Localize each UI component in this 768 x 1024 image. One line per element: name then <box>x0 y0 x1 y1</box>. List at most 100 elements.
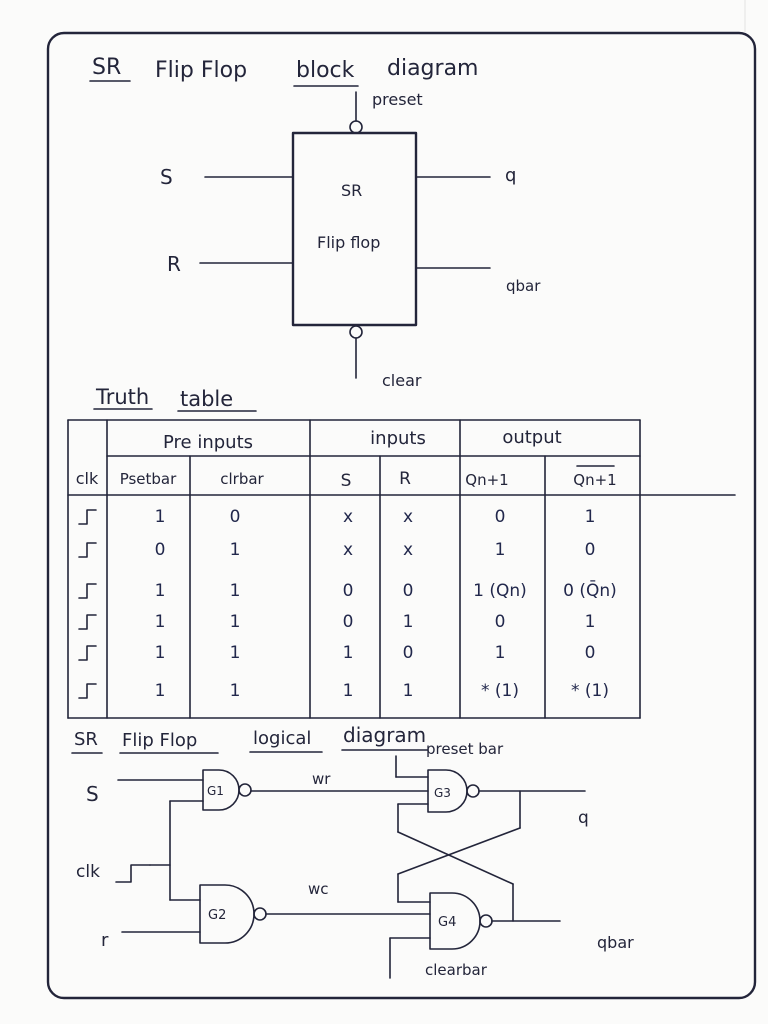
logic-title-word-sr: SR <box>74 729 98 750</box>
r-value: 0 <box>403 643 414 663</box>
r-value: 0 <box>403 581 414 601</box>
qn1-bar-value: 0 (Q̄n) <box>563 579 617 601</box>
clk-rising-edge-icon <box>115 864 151 883</box>
s-value: 0 <box>343 612 354 632</box>
clr-bar-value: 0 <box>230 507 241 527</box>
logic-diagram-title: SR Flip Flop logical diagram <box>71 723 429 754</box>
block-diagram: SR Flip Flop block diagram preset SR Fli… <box>89 55 541 390</box>
preset-label: preset <box>372 90 423 109</box>
preset-bar-value: 1 <box>155 612 166 632</box>
title-word-diagram: diagram <box>387 56 478 81</box>
clk-rising-edge-icon <box>78 583 97 599</box>
preset-bar-value: 1 <box>155 643 166 663</box>
title-word-flip-flop: Flip Flop <box>155 58 247 83</box>
input-s-label: S <box>160 165 173 189</box>
s-value: x <box>343 540 353 560</box>
qn1-bar-value: 0 <box>585 643 596 663</box>
logic-input-r-label: r <box>101 930 109 951</box>
wire-label-wc: wc <box>308 880 329 898</box>
logic-output-qbar-label: qbar <box>597 933 634 952</box>
preset-bar-value: 1 <box>155 507 166 527</box>
title-word-sr: SR <box>92 55 121 80</box>
sr-flip-flop-block <box>291 131 418 327</box>
group-header-inputs: inputs <box>370 428 426 449</box>
qn1-value: * (1) <box>481 681 519 701</box>
logic-title-word-diagram: diagram <box>343 723 426 747</box>
clk-rising-edge-icon <box>78 645 97 661</box>
logic-input-s-label: S <box>86 782 99 806</box>
gate-label-g4: G4 <box>438 915 456 930</box>
qn1-bar-value: 0 <box>585 540 596 560</box>
clear-bar-label: clearbar <box>425 961 488 979</box>
r-value: x <box>403 507 413 527</box>
clk-rising-edge-icon <box>78 542 97 558</box>
qn1-bar-value: * (1) <box>571 681 609 701</box>
title-word-block: block <box>296 58 355 83</box>
gate-label-g3: G3 <box>434 786 451 800</box>
preset-bar-value: 0 <box>155 540 166 560</box>
gate-label-g2: G2 <box>208 908 226 923</box>
cross-coupled-feedback <box>397 790 521 922</box>
column-header-s: S <box>341 471 352 491</box>
block-text-sr: SR <box>341 181 362 200</box>
truth-table: Truth table Pre inputs inputs output clk… <box>67 385 736 719</box>
truth-table-title-truth: Truth <box>95 385 149 409</box>
gate-label-g1: G1 <box>207 784 224 798</box>
output-q-label: q <box>505 165 516 186</box>
wire-label-wr: wr <box>312 770 331 788</box>
group-header-output: output <box>502 427 561 448</box>
clr-bar-value: 1 <box>230 643 241 663</box>
preset-bar-label: preset bar <box>426 740 504 758</box>
s-value: 1 <box>343 643 354 663</box>
s-value: 1 <box>343 681 354 701</box>
column-header-clk: clk <box>76 469 99 488</box>
clr-bar-value: 1 <box>230 612 241 632</box>
truth-table-title-table: table <box>180 387 233 411</box>
qn1-bar-value: 1 <box>585 507 596 527</box>
column-header-qn1: Qn+1 <box>465 471 508 489</box>
column-header-clr-bar: clrbar <box>220 470 264 488</box>
column-header-qn1-bar: Qn+1 <box>573 471 616 489</box>
clr-bar-value: 1 <box>230 681 241 701</box>
logic-output-q-label: q <box>578 808 589 828</box>
q-to-g4-wire-diag <box>397 827 521 875</box>
clk-rising-edge-icon <box>78 509 97 525</box>
g1-output-bubble <box>238 783 252 797</box>
r-value: 1 <box>403 612 414 632</box>
output-qbar-label: qbar <box>506 277 541 295</box>
r-value: x <box>403 540 413 560</box>
input-r-label: R <box>167 252 181 276</box>
column-header-preset-bar: Psetbar <box>120 470 177 488</box>
logic-diagram: SR Flip Flop logical diagram preset bar … <box>71 723 634 979</box>
table-group-headers: Pre inputs inputs output <box>163 427 562 453</box>
s-value: 0 <box>343 581 354 601</box>
qn1-value: 0 <box>495 612 506 632</box>
clear-label: clear <box>382 371 422 390</box>
table-column-headers: clk Psetbar clrbar S R Qn+1 Qn+1 <box>76 465 617 491</box>
block-text-flip-flop: Flip flop <box>317 233 380 252</box>
block-diagram-title: SR Flip Flop block diagram <box>89 55 478 87</box>
qn1-bar-value: 1 <box>585 612 596 632</box>
logic-title-word-flip-flop: Flip Flop <box>122 730 197 751</box>
page-border <box>46 31 757 1000</box>
logic-title-word-logical: logical <box>253 728 311 749</box>
logic-input-clk-label: clk <box>76 862 100 882</box>
truth-table-row: 1 1 0 1 0 1 <box>78 612 596 632</box>
preset-bar-value: 1 <box>155 581 166 601</box>
clk-rising-edge-icon <box>78 683 97 699</box>
qn1-value: 1 <box>495 643 506 663</box>
qn1-value: 1 <box>495 540 506 560</box>
truth-table-row: 1 1 1 0 1 0 <box>78 643 596 663</box>
r-value: 1 <box>403 681 414 701</box>
group-header-pre-inputs: Pre inputs <box>163 432 253 453</box>
qn1-value: 0 <box>495 507 506 527</box>
column-header-r: R <box>399 469 411 489</box>
clk-rising-edge-icon <box>78 614 97 630</box>
